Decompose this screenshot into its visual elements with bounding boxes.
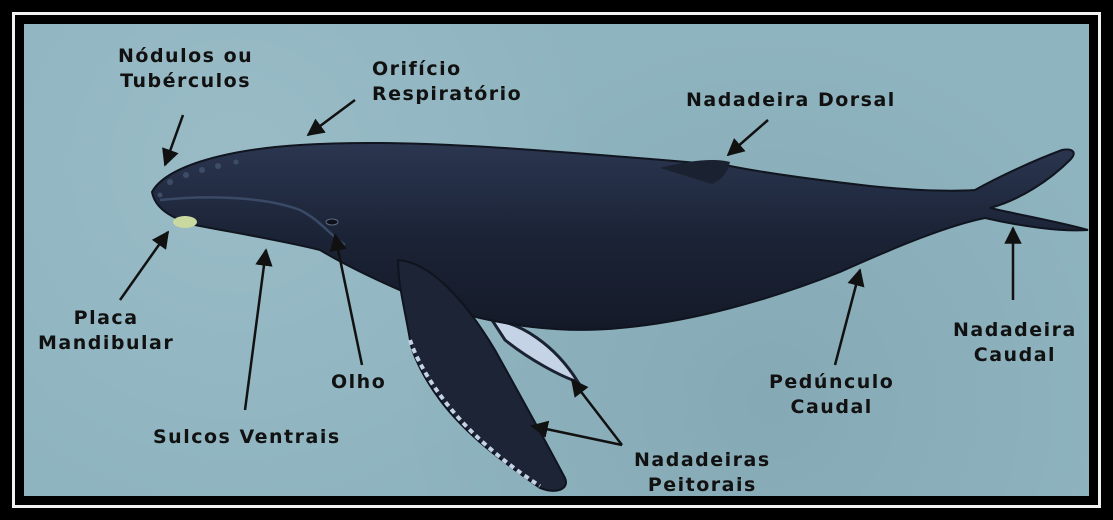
label-caudal: Nadadeira Caudal xyxy=(953,318,1077,368)
arrow-placa xyxy=(120,232,168,300)
arrow-peduncolo xyxy=(835,270,860,365)
label-dorsal: Nadadeira Dorsal xyxy=(686,88,896,113)
label-peduncolo-line2: Caudal xyxy=(769,395,894,420)
label-nodulos: Nódulos ou Tubérculos xyxy=(118,44,253,94)
label-peitorais: Nadadeiras Peitorais xyxy=(634,448,771,498)
label-caudal-line2: Caudal xyxy=(953,343,1077,368)
mandibular-plate xyxy=(173,216,197,228)
whale-body xyxy=(152,143,1088,330)
label-nodulos-line1: Nódulos ou xyxy=(118,44,253,69)
label-peitorais-line1: Nadadeiras xyxy=(634,448,771,473)
label-peduncolo-line1: Pedúnculo xyxy=(769,370,894,395)
label-placa-line1: Placa xyxy=(38,306,174,331)
eye xyxy=(326,219,338,225)
label-orificio: Orifício Respiratório xyxy=(372,57,522,107)
arrow-nodulos xyxy=(165,115,183,165)
arrow-dorsal xyxy=(728,120,768,155)
label-olho: Olho xyxy=(331,370,386,395)
label-placa-line2: Mandibular xyxy=(38,331,174,356)
label-caudal-line1: Nadadeira xyxy=(953,318,1077,343)
label-peitorais-line2: Peitorais xyxy=(634,473,771,498)
label-placa: Placa Mandibular xyxy=(38,306,174,356)
label-nodulos-line2: Tubérculos xyxy=(118,69,253,94)
label-orificio-line1: Orifício xyxy=(372,57,522,82)
label-orificio-line2: Respiratório xyxy=(372,82,522,107)
arrow-orificio xyxy=(308,100,355,135)
arrow-sulcos xyxy=(245,250,266,410)
label-sulcos: Sulcos Ventrais xyxy=(153,425,341,450)
label-peduncolo: Pedúnculo Caudal xyxy=(769,370,894,420)
